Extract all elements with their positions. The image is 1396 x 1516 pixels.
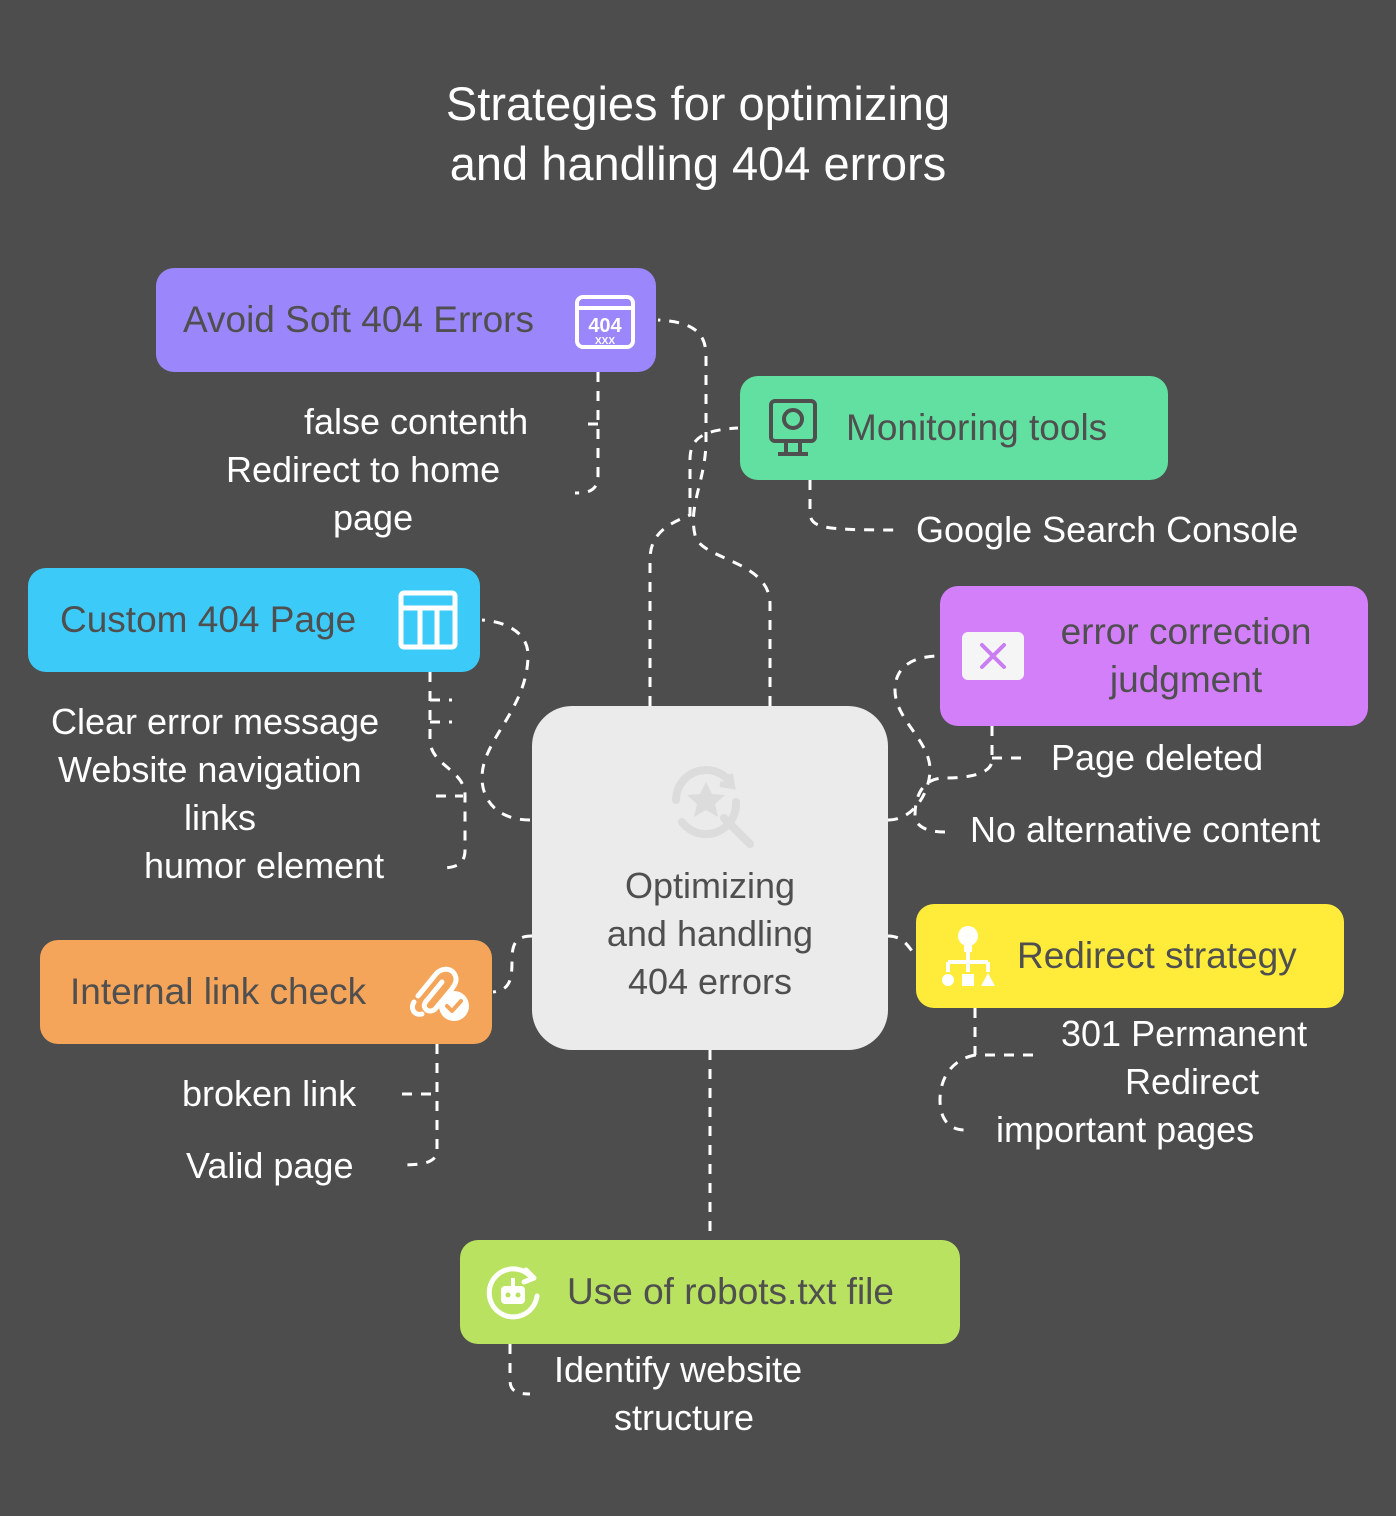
404-icon-text: 404	[588, 315, 622, 337]
close-icon	[962, 632, 1024, 680]
node-monitoring-tools[interactable]: Monitoring tools	[740, 376, 1168, 480]
center-line-2: and handling	[606, 913, 814, 954]
center-node[interactable]: Optimizing and handling 404 errors	[532, 706, 888, 1050]
note-no-alternative-content: No alternative content	[970, 809, 1321, 850]
note-clear-error-message: Clear error message	[51, 701, 380, 742]
connector-robots-note	[508, 1344, 531, 1396]
connector-internallink-notes	[399, 1044, 439, 1167]
node-robots-txt[interactable]: Use of robots.txt file	[460, 1240, 960, 1344]
404-error-icon: 404 XXX	[575, 295, 635, 349]
note-important-pages: important pages	[996, 1109, 1255, 1150]
note-page: page	[333, 497, 414, 538]
node-error-correction[interactable]: error correction judgment	[940, 586, 1368, 726]
link-check-icon	[409, 966, 469, 1021]
note-broken-link: broken link	[182, 1073, 357, 1114]
note-301-permanent: 301 Permanent	[1061, 1013, 1308, 1054]
center-label: Optimizing and handling 404 errors	[532, 862, 888, 1006]
connector-redirect-notes	[938, 1008, 1035, 1132]
connector-center-errorcorrection	[887, 654, 941, 822]
404-icon-subtext: XXX	[595, 336, 615, 347]
node-internal-link-check-label: Internal link check	[70, 971, 367, 1012]
center-line-1: Optimizing	[624, 865, 796, 906]
connector-monitoring-note	[808, 480, 896, 532]
page-title: Strategies for optimizing and handling 4…	[298, 74, 1098, 194]
note-humor-element: humor element	[144, 845, 385, 886]
sitemap-icon	[942, 926, 995, 986]
note-page-deleted: Page deleted	[1051, 737, 1264, 778]
connector-errorcorrection-notes	[913, 726, 994, 834]
node-redirect-strategy-label: Redirect strategy	[1017, 935, 1297, 976]
node-redirect-strategy[interactable]: Redirect strategy	[916, 904, 1344, 1008]
layout-table-icon	[398, 590, 458, 650]
note-false-contenth: false contenth	[304, 401, 529, 442]
note-identify-website: Identify website	[554, 1349, 803, 1390]
node-internal-link-check[interactable]: Internal link check	[40, 940, 492, 1044]
robot-refresh-icon	[486, 1266, 540, 1320]
monitor-icon	[769, 399, 817, 456]
node-avoid-soft-404-label: Avoid Soft 404 Errors	[183, 299, 534, 340]
node-custom-404-page-label: Custom 404 Page	[60, 599, 357, 640]
connector-center-monitoring	[648, 426, 739, 706]
note-valid-page: Valid page	[186, 1145, 354, 1186]
note-website-navigation: Website navigation	[58, 749, 362, 790]
node-robots-txt-label: Use of robots.txt file	[567, 1271, 894, 1312]
error-correction-line-1: error correction	[1060, 611, 1312, 652]
connector-custom404-notes	[428, 672, 467, 870]
connector-soft404-notes	[574, 372, 600, 495]
note-links: links	[184, 797, 257, 838]
note-google-search-console: Google Search Console	[916, 509, 1299, 550]
title-line-1: Strategies for optimizing	[445, 77, 951, 130]
node-custom-404-page[interactable]: Custom 404 Page	[28, 568, 480, 672]
connector-center-custom404	[480, 618, 531, 822]
node-monitoring-tools-label: Monitoring tools	[846, 407, 1108, 448]
error-correction-line-2: judgment	[1109, 659, 1263, 700]
center-line-3: 404 errors	[627, 961, 793, 1002]
note-structure: structure	[614, 1397, 755, 1438]
connector-center-internallink	[492, 934, 533, 994]
note-redirect-home: Redirect to home	[226, 449, 501, 490]
star-search-icon	[672, 766, 754, 848]
node-avoid-soft-404[interactable]: Avoid Soft 404 Errors 404 XXX	[156, 268, 656, 372]
node-error-correction-label: error correction judgment	[1044, 608, 1328, 704]
title-line-2: and handling 404 errors	[449, 137, 947, 190]
note-redirect: Redirect	[1125, 1061, 1260, 1102]
connector-center-redirect	[887, 934, 918, 958]
